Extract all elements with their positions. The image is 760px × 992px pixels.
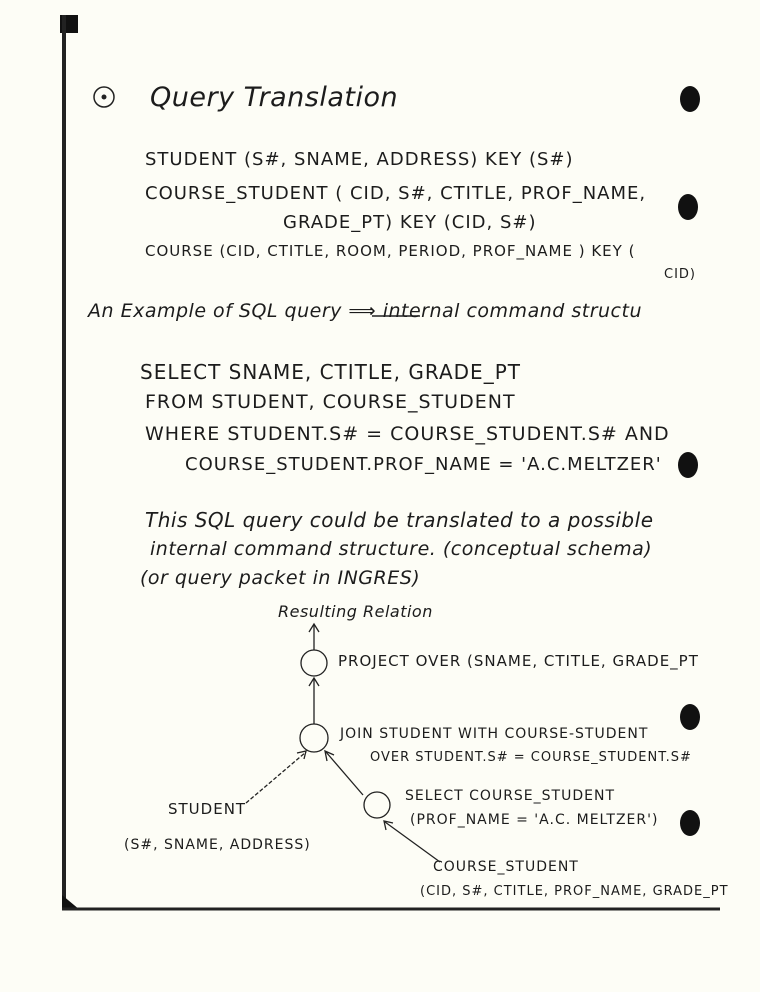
punch-hole — [680, 810, 700, 836]
project-label: PROJECT OVER (SNAME, CTITLE, GRADE_PT — [338, 652, 699, 670]
punch-hole — [678, 194, 698, 220]
schema-course-student: COURSE_STUDENT ( CID, S#, CTITLE, PROF_N… — [145, 183, 647, 204]
student-attributes: (S#, SNAME, ADDRESS) — [124, 837, 311, 853]
arrow-student-to-join — [245, 751, 307, 804]
resulting-relation-label: Resulting Relation — [278, 602, 433, 621]
select-condition-label: (PROF_NAME = 'A.C. MELTZER') — [410, 812, 659, 828]
arrow-cs-to-select — [384, 821, 441, 863]
arrow-select-to-join — [325, 751, 364, 796]
select-label: SELECT COURSE_STUDENT — [405, 788, 615, 804]
schema-student: STUDENT (S#, SNAME, ADDRESS) KEY (S#) — [145, 149, 574, 170]
explanation-line: internal command structure. (conceptual … — [150, 538, 653, 560]
explanation-line: This SQL query could be translated to a … — [145, 508, 654, 532]
punch-hole — [680, 704, 700, 730]
project-node — [300, 649, 328, 677]
schema-course-cont: CID) — [664, 267, 696, 282]
join-condition-label: OVER STUDENT.S# = COURSE_STUDENT.S# — [370, 750, 692, 765]
example-heading: An Example of SQL query ⟹ internal comma… — [88, 300, 642, 322]
page-border — [60, 15, 720, 911]
punch-hole — [680, 86, 700, 112]
operation-tree — [245, 315, 441, 863]
bullet-icon — [93, 86, 115, 108]
join-node — [299, 723, 329, 753]
sql-select: SELECT SNAME, CTITLE, GRADE_PT — [140, 360, 521, 384]
punch-hole — [678, 452, 698, 478]
page-title: Query Translation — [150, 82, 399, 113]
schema-course-student-cont: GRADE_PT) KEY (CID, S#) — [283, 212, 537, 233]
sql-from: FROM STUDENT, COURSE_STUDENT — [145, 391, 516, 413]
sql-where: WHERE STUDENT.S# = COURSE_STUDENT.S# AND — [145, 423, 670, 445]
schema-course: COURSE (CID, CTITLE, ROOM, PERIOD, PROF_… — [145, 242, 636, 260]
explanation-line: (or query packet in INGRES) — [140, 567, 421, 589]
select-node — [363, 791, 391, 819]
join-label: JOIN STUDENT WITH COURSE-STUDENT — [340, 726, 649, 742]
sql-where-cont: COURSE_STUDENT.PROF_NAME = 'A.C.MELTZER' — [185, 454, 662, 475]
student-relation-label: STUDENT — [168, 800, 247, 818]
course-student-attributes: (CID, S#, CTITLE, PROF_NAME, GRADE_PT — [420, 884, 729, 899]
course-student-relation-label: COURSE_STUDENT — [433, 859, 579, 875]
